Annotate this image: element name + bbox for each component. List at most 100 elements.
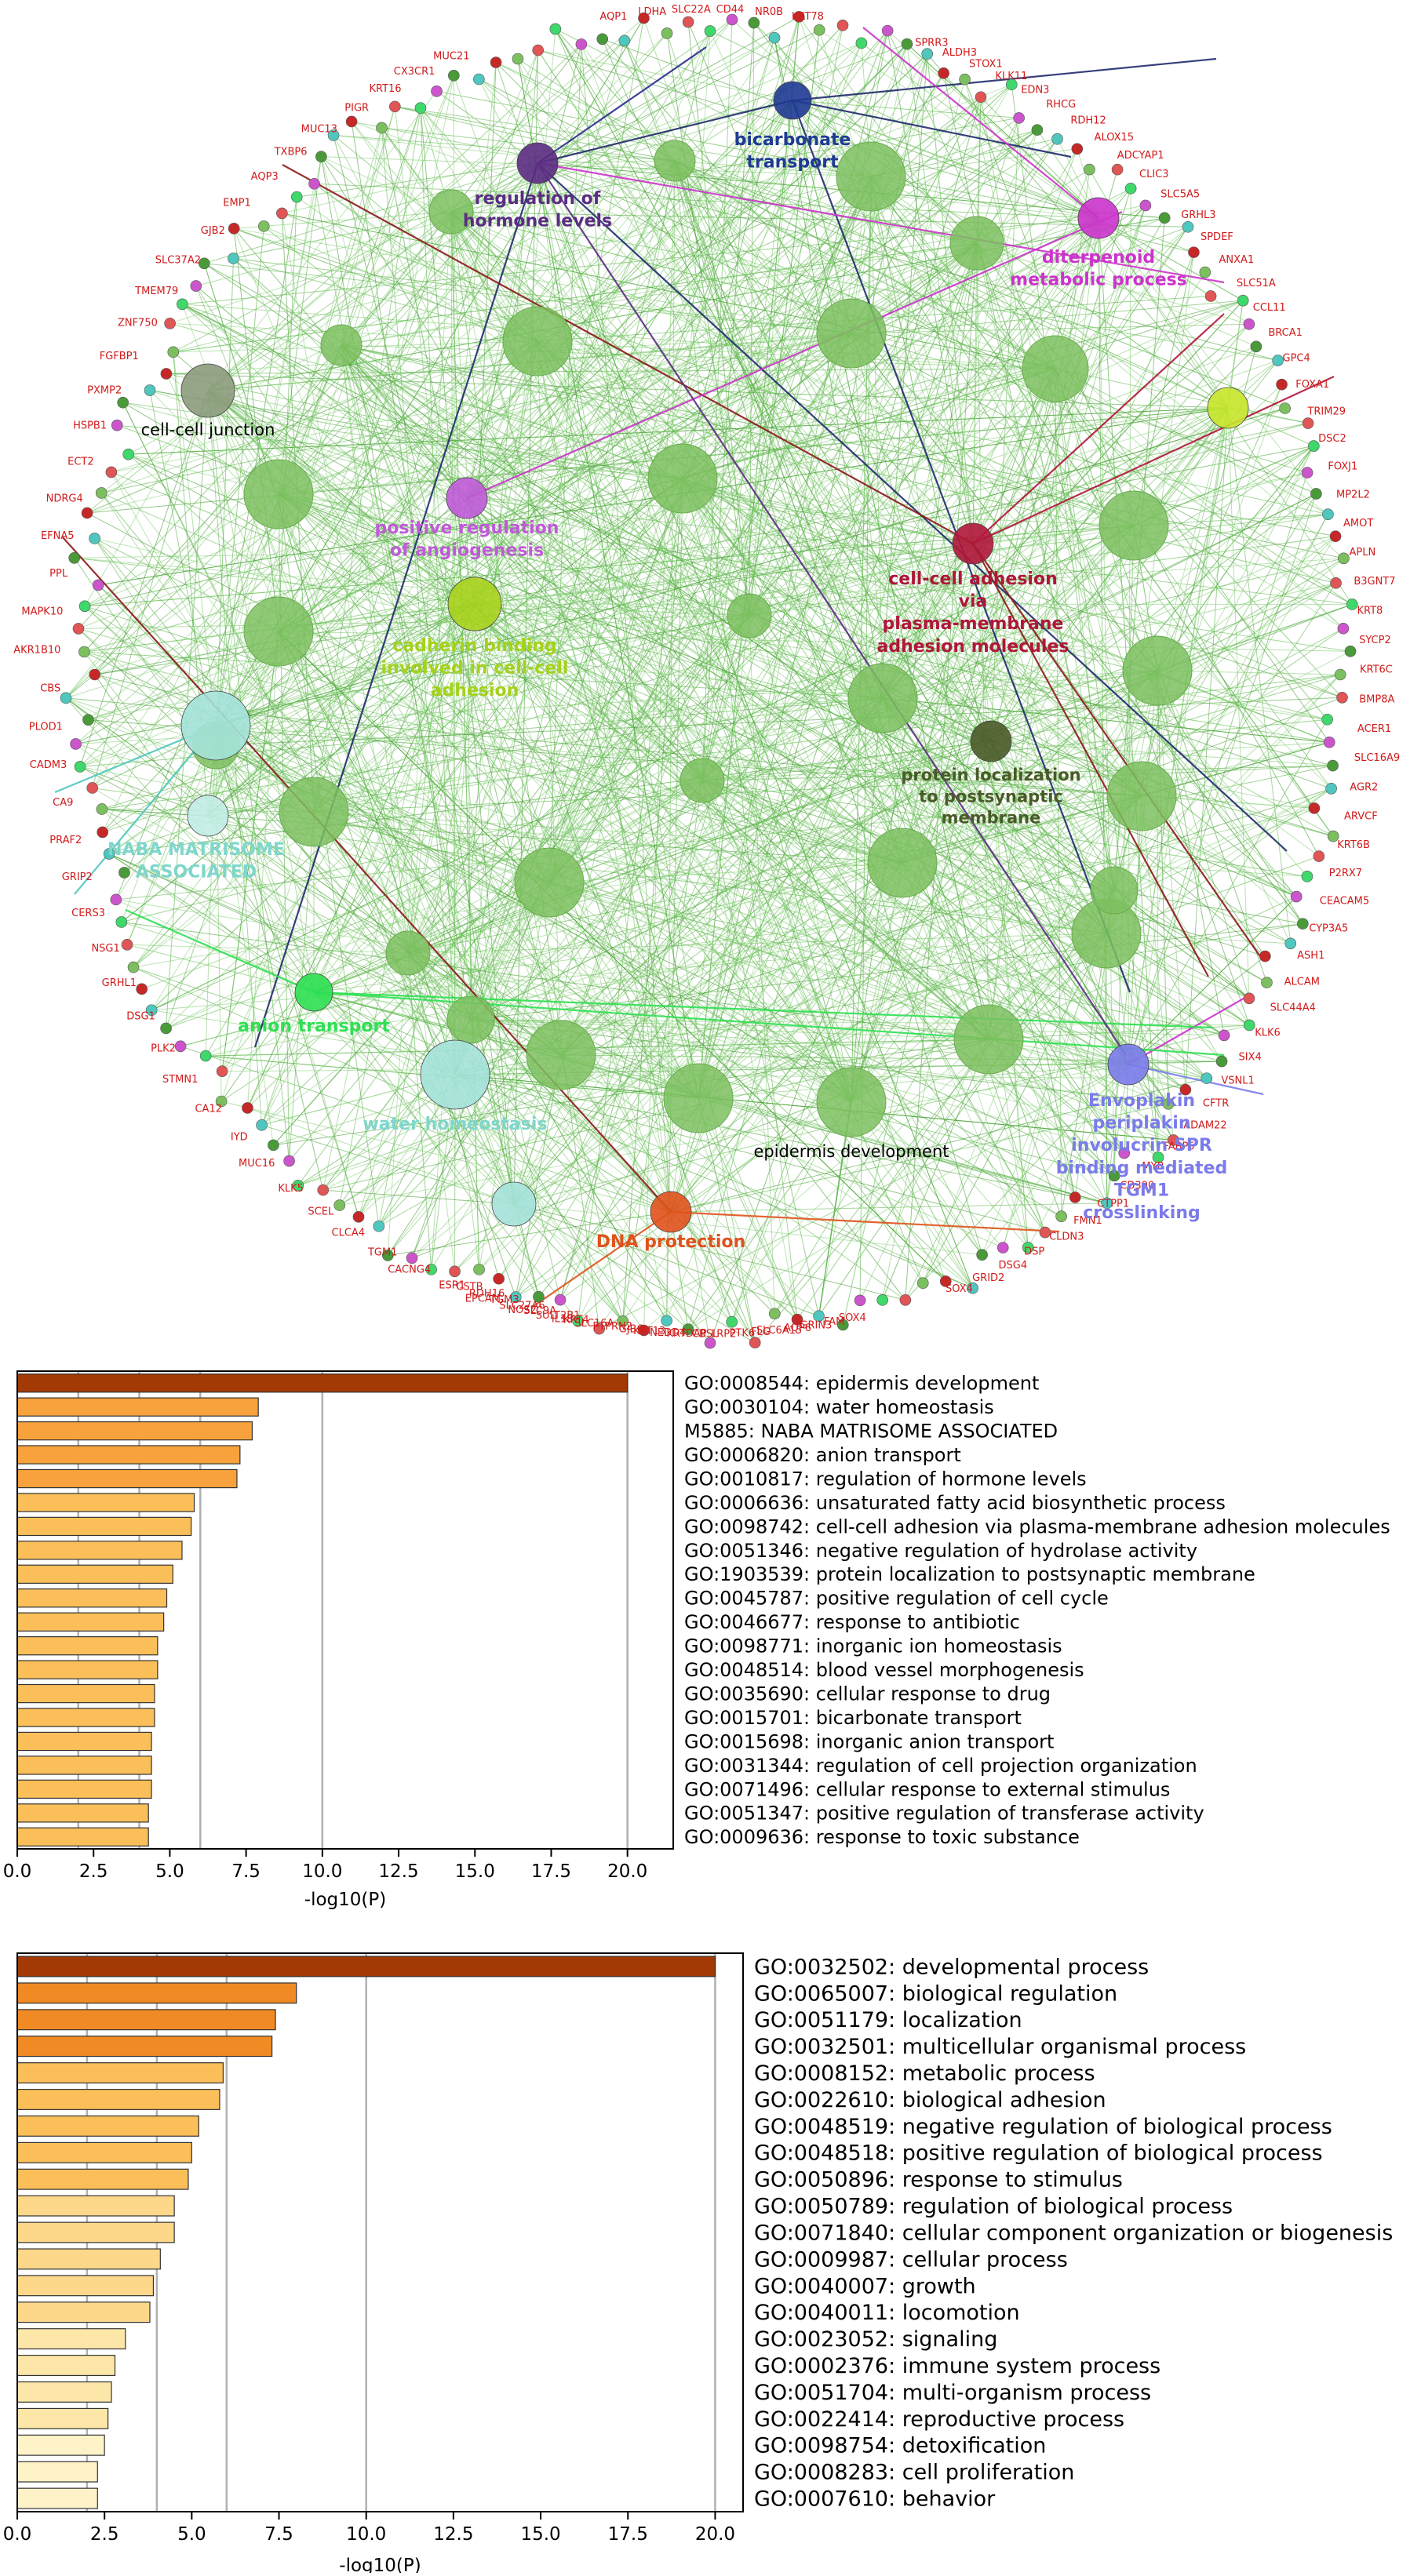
gene-node xyxy=(1159,213,1170,224)
gene-node xyxy=(71,738,82,749)
gene-node xyxy=(977,1250,988,1261)
gene-node xyxy=(1335,669,1346,680)
gene-label: ZNF750 xyxy=(118,318,158,329)
gene-node xyxy=(82,715,93,726)
gene-node xyxy=(1205,290,1216,301)
gene-label: GPC4 xyxy=(1283,352,1310,364)
gene-node xyxy=(161,368,172,379)
gene-node xyxy=(1201,1073,1212,1084)
gene-label: SLC16A9 xyxy=(1354,752,1400,764)
network-node xyxy=(279,777,348,846)
gene-node xyxy=(96,487,107,498)
category-label: GO:0051346: negative regulation of hydro… xyxy=(684,1540,1197,1562)
category-label: GO:0015701: bicarbonate transport xyxy=(684,1707,1022,1729)
gene-label: NR0B xyxy=(755,6,783,18)
gene-node xyxy=(334,1200,345,1211)
network-edge xyxy=(688,1064,1128,1330)
gene-label: KRT8 xyxy=(1357,606,1383,617)
gene-node xyxy=(1280,402,1291,413)
gene-node xyxy=(474,1264,485,1275)
category-label: GO:0008283: cell proliferation xyxy=(754,2461,1074,2485)
bar xyxy=(17,1983,297,2003)
network-edge xyxy=(216,671,1157,726)
diterpenoid-node xyxy=(1078,198,1119,238)
gene-label: CACNG4 xyxy=(388,1264,431,1276)
category-label: GO:0007610: behavior xyxy=(754,2487,996,2511)
gene-node xyxy=(512,53,523,64)
gene-node xyxy=(1056,1211,1067,1222)
gene-node xyxy=(1330,531,1341,542)
gene-node xyxy=(1273,355,1284,366)
gene-label: FOXA1 xyxy=(1295,379,1329,391)
gene-node xyxy=(217,1066,228,1077)
gene-node xyxy=(769,1308,780,1319)
cluster-label: anion transport xyxy=(238,1017,390,1036)
gene-label: LDHA xyxy=(638,6,666,18)
bar xyxy=(17,1708,155,1726)
category-label: GO:1903539: protein localization to post… xyxy=(684,1563,1255,1585)
gene-label: P2RX7 xyxy=(1329,868,1362,879)
category-label: GO:0071496: cellular response to externa… xyxy=(684,1778,1170,1800)
network-edge xyxy=(755,933,1106,1343)
category-label: GO:0098754: detoxification xyxy=(754,2434,1046,2458)
gene-node xyxy=(494,1273,505,1284)
category-label: GO:0032501: multicellular organismal pro… xyxy=(754,2035,1246,2059)
gene-label: SOX4 xyxy=(839,1312,866,1324)
gene-node xyxy=(1336,692,1347,703)
gene-label: MAPK10 xyxy=(21,606,63,618)
gene-label: PRAF2 xyxy=(49,835,82,846)
bar xyxy=(17,1446,240,1464)
x-tick-label: 12.5 xyxy=(433,2524,473,2545)
gene-label: GRHL3 xyxy=(1181,209,1215,221)
gene-node xyxy=(727,14,738,25)
gene-node xyxy=(161,1023,172,1034)
gene-node xyxy=(1326,783,1337,794)
bar-chart-2-svg: GO:0032502: developmental processGO:0065… xyxy=(0,1930,1421,2573)
x-tick-label: 17.5 xyxy=(608,2524,648,2545)
x-tick-label: 20.0 xyxy=(607,1861,647,1882)
x-tick-label: 2.5 xyxy=(90,2524,119,2545)
gene-node xyxy=(597,34,608,45)
gene-label: FOXJ1 xyxy=(1328,461,1357,473)
gene-node xyxy=(87,782,98,793)
gene-node xyxy=(106,467,117,478)
gene-label: MP2L2 xyxy=(1336,489,1370,501)
category-label: GO:0071840: cellular component organizat… xyxy=(754,2221,1393,2245)
gene-label: NSG1 xyxy=(91,943,119,955)
network-edge xyxy=(514,1204,905,1300)
bar xyxy=(17,1637,158,1655)
category-label: GO:0006820: anion transport xyxy=(684,1444,961,1466)
network-edge xyxy=(514,1204,755,1343)
category-label: GO:0009987: cellular process xyxy=(754,2247,1068,2272)
gene-label: KLK11 xyxy=(995,71,1027,82)
gene-node xyxy=(1140,200,1151,211)
gene-node xyxy=(389,101,400,112)
gene-label: DSG4 xyxy=(999,1260,1028,1272)
cluster-label: water homeostasis xyxy=(363,1115,547,1134)
category-label: GO:0050896: response to stimulus xyxy=(754,2168,1123,2192)
network-node xyxy=(848,664,917,733)
gene-node xyxy=(1072,144,1083,155)
gene-node xyxy=(168,347,179,358)
bar xyxy=(17,2382,111,2403)
gene-label: GJB2 xyxy=(201,225,225,237)
gene-node xyxy=(1032,125,1043,136)
gene-node xyxy=(291,191,302,202)
gene-label: ACER1 xyxy=(1357,723,1391,735)
network-node xyxy=(868,828,937,897)
gene-node xyxy=(165,318,176,329)
x-tick-label: 0.0 xyxy=(3,2524,32,2545)
bar xyxy=(17,2169,188,2189)
category-label: GO:0010817: regulation of hormone levels xyxy=(684,1468,1087,1490)
gene-label: CX3CR1 xyxy=(394,66,435,78)
gene-node xyxy=(118,397,129,408)
gene-node xyxy=(79,601,90,612)
category-label: GO:0040011: locomotion xyxy=(754,2301,1020,2325)
gene-node xyxy=(856,38,867,49)
network-node xyxy=(1123,636,1192,705)
category-label: GO:0046677: response to antibiotic xyxy=(684,1611,1020,1633)
gene-node xyxy=(1259,951,1270,962)
bar xyxy=(17,2090,220,2110)
